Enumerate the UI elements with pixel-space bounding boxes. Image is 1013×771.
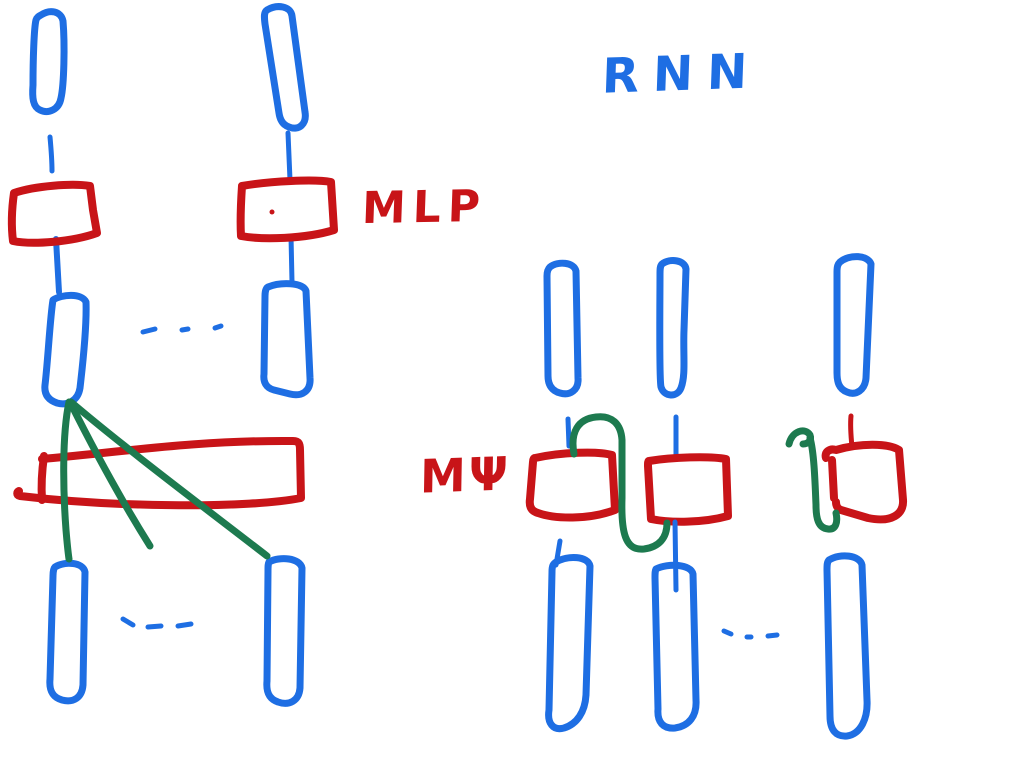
hidden-bar — [41, 291, 90, 408]
rnn-output-bars — [545, 519, 871, 740]
connector-line — [47, 134, 55, 174]
rnn-cell-box-left-edge — [828, 456, 838, 502]
mlp-red-boxes — [7, 176, 338, 510]
ellipsis-dash — [212, 323, 224, 331]
output-bar — [263, 555, 306, 707]
mlp-box — [236, 176, 338, 243]
connector-line — [53, 236, 62, 295]
rnn-cell-boxes — [525, 413, 907, 526]
ellipsis-dash — [721, 628, 734, 637]
connector-line — [288, 233, 295, 285]
ellipsis-dash — [179, 326, 191, 333]
rnn-input-bars — [543, 253, 875, 457]
ellipsis-dash — [145, 623, 164, 630]
wide-shared-box-left-edge — [37, 452, 48, 504]
connector-stub-red — [848, 413, 855, 450]
ellipsis-dash — [765, 632, 780, 639]
wide-shared-box-outline — [13, 436, 305, 510]
mlp-column1-blue — [29, 8, 90, 705]
ellipsis-dots — [721, 628, 780, 640]
ellipsis-dots — [140, 323, 224, 335]
output-bar — [651, 561, 700, 732]
token-bar — [29, 8, 68, 115]
rnn-cell-box — [644, 453, 732, 526]
connector-line — [285, 130, 293, 183]
mlp-title-label: MLP — [361, 180, 488, 235]
rnn-green-connections — [569, 413, 841, 553]
ellipsis-dash — [175, 621, 194, 629]
output-bar — [545, 554, 594, 733]
connection-curve — [60, 398, 73, 563]
token-bar — [260, 3, 309, 132]
mlp-column2-blue — [260, 3, 314, 707]
rnn-cell-box-outline — [821, 440, 907, 524]
mlp-green-connections — [60, 398, 271, 563]
recurrent-hook-tail — [806, 434, 841, 533]
connection-curve — [67, 398, 271, 560]
mlp-box — [7, 180, 101, 247]
recurrent-s-curve — [569, 413, 671, 553]
ellipsis-dots — [120, 616, 194, 630]
pen-dot — [269, 209, 275, 215]
hidden-bar — [260, 280, 314, 399]
input-bar — [833, 253, 875, 397]
output-bar — [823, 552, 871, 740]
connection-curve — [66, 398, 154, 550]
m-psi-label: MΨ — [419, 446, 512, 504]
rnn-title-label: RNN — [601, 43, 763, 105]
output-bar — [46, 559, 89, 705]
connector-line — [672, 519, 679, 593]
input-bar — [543, 259, 582, 398]
input-bar — [656, 257, 690, 399]
ellipsis-dash — [140, 326, 158, 335]
ellipsis-dash — [120, 616, 136, 628]
connector-stub — [565, 416, 572, 449]
rnn-cell-box — [525, 448, 619, 522]
